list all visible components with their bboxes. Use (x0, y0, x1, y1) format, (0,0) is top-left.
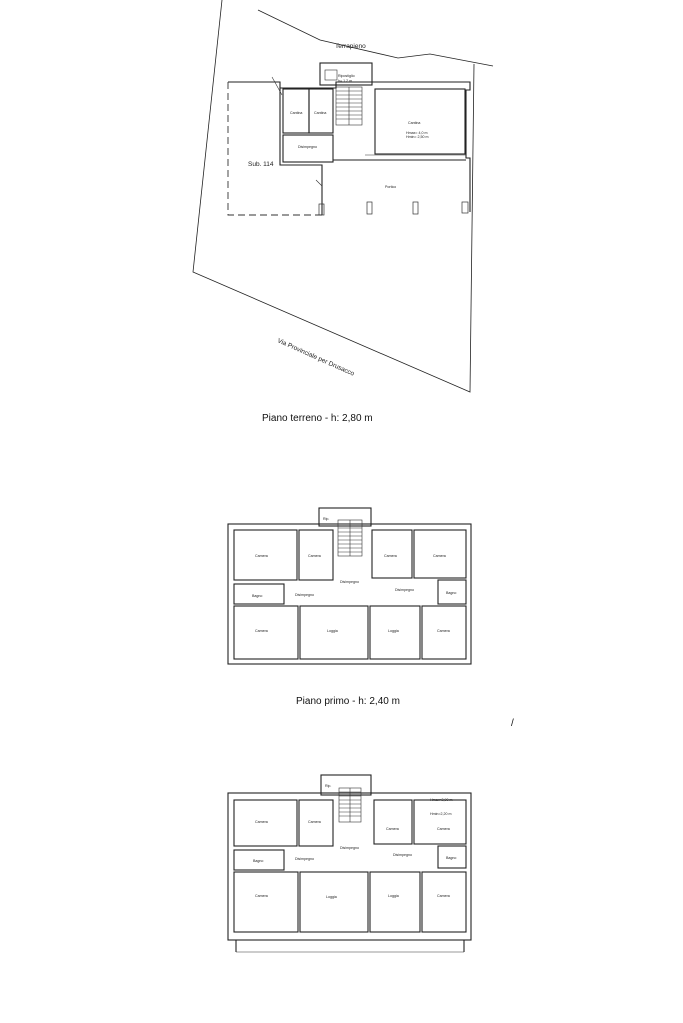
sf-rip-label: Rip. (325, 784, 331, 788)
ff-bagno-r (437, 579, 467, 605)
sf-camera-tm-label: Camera (308, 820, 321, 824)
ripostiglio-height: h= 1,2 m (338, 79, 352, 83)
door-swing (271, 76, 283, 96)
ff-camera-tr2 (413, 529, 467, 579)
ff-camera-tl-label: Camera (255, 554, 268, 558)
sf-camera-tm (298, 799, 334, 847)
terrapieno-label: Terrapieno (335, 43, 366, 50)
sf-stair-head (320, 774, 372, 796)
sf-loggia-l-label: Loggia (326, 895, 337, 899)
ground-floor-caption: Piano terreno - h: 2,80 m (262, 413, 373, 424)
sf-camera-br (421, 871, 467, 933)
sf-camera-tr2 (413, 799, 467, 845)
ff-camera-tm-label: Camera (308, 554, 321, 558)
ff-bagno-r-label: Bagno (446, 591, 456, 595)
sf-disimpegno-c: Disimpegno (340, 846, 359, 850)
ff-camera-tr2-label: Camera (433, 554, 446, 558)
ground-floor-plan: Terrapieno Ripostiglio h= 1,2 m Cantina … (192, 0, 494, 424)
sf-bagno-r-label: Bagno (446, 856, 456, 860)
sf-loggia-r (369, 871, 421, 933)
sf-camera-br-label: Camera (437, 894, 450, 898)
ground-north-wall (228, 81, 471, 212)
ripostiglio-label: Ripostiglio (338, 74, 355, 78)
ff-bagno-l-label: Bagno (252, 594, 262, 598)
ff-disimpegno-c: Disimpegno (340, 580, 359, 584)
sf-camera-bl (233, 871, 299, 933)
sf-bagno-l (233, 849, 285, 871)
ff-rip-label: Rip. (323, 517, 329, 521)
road-label: Via Provinciale per Drusacco (276, 337, 355, 377)
stray-mark: / (511, 718, 514, 729)
sf-loggia-r-label: Loggia (388, 894, 399, 898)
pillar (461, 201, 469, 214)
first-floor-outline (227, 523, 472, 665)
second-floor-plan: Rip. Camera Camera Camera Camera Hmax=2,… (227, 774, 472, 953)
sf-camera-tl (233, 799, 298, 847)
ff-loggia-r (369, 605, 421, 660)
pillar (318, 203, 325, 216)
ff-camera-bl-label: Camera (255, 629, 268, 633)
sf-camera-bl-label: Camera (255, 894, 268, 898)
ff-disimpegno-r: Disimpegno (395, 588, 414, 592)
ff-bagno-l (233, 583, 285, 605)
ff-camera-bl (233, 605, 299, 660)
ff-stair (337, 519, 363, 557)
sf-hmin-label: Hmin=2,20 m (430, 812, 451, 816)
cantina-big-room (374, 88, 466, 155)
site-boundary (192, 0, 475, 393)
ff-camera-tl (233, 529, 298, 581)
disimpegno-label: Disimpegno (298, 145, 317, 149)
stair-head (319, 62, 373, 86)
disimpegno-room (282, 134, 334, 163)
ff-stair-head (318, 507, 372, 527)
first-floor-caption: Piano primo - h: 2,40 m (296, 696, 400, 707)
ff-disimpegno-l: Disimpegno (295, 593, 314, 597)
sub114-boundary (227, 82, 322, 216)
sf-bagno-r (437, 845, 467, 869)
second-floor-outline (227, 792, 472, 941)
pillar (366, 201, 373, 215)
ff-camera-br-label: Camera (437, 629, 450, 633)
sf-camera-tr1-label: Camera (386, 827, 399, 831)
cantina2-label: Cantina (314, 111, 326, 115)
ff-camera-br (421, 605, 467, 660)
ff-loggia-l-label: Loggia (327, 629, 338, 633)
sf-disimpegno-r: Disimpegno (393, 853, 412, 857)
sub-114-label: Sub. 114 (248, 161, 274, 168)
ground-stair (335, 86, 363, 126)
portico-label: Portico (385, 185, 396, 189)
ff-loggia-r-label: Loggia (388, 629, 399, 633)
ff-camera-tm (298, 529, 334, 581)
sf-disimpegno-l: Disimpegno (295, 857, 314, 861)
sf-camera-tl-label: Camera (255, 820, 268, 824)
ff-camera-tr1 (371, 529, 413, 579)
ff-loggia-l (299, 605, 369, 660)
sf-bagno-l-label: Bagno (253, 859, 263, 863)
stair-box (324, 69, 338, 81)
first-floor-plan: Rip. Camera Camera Camera Camera Disimpe… (227, 507, 514, 729)
cantina-big-label: Cantina (408, 121, 420, 125)
sf-camera-tr1 (373, 799, 413, 845)
cantina2-room (308, 88, 334, 134)
cantina1-label: Cantina (290, 111, 302, 115)
ff-camera-tr1-label: Camera (384, 554, 397, 558)
sf-stair (338, 787, 362, 823)
sf-camera-tr2-label: Camera (437, 827, 450, 831)
terrapieno-line (257, 9, 494, 67)
sf-loggia-l (299, 871, 369, 933)
pillar (412, 201, 419, 215)
cantina-big-hmin: Hmin= 2,50 m (406, 135, 428, 139)
cantina-big-hmax: Hmax= 4,0 m (406, 131, 427, 135)
cantine-west-wall (279, 88, 323, 215)
sf-hmax-label: Hmax=2,90 m (430, 798, 452, 802)
